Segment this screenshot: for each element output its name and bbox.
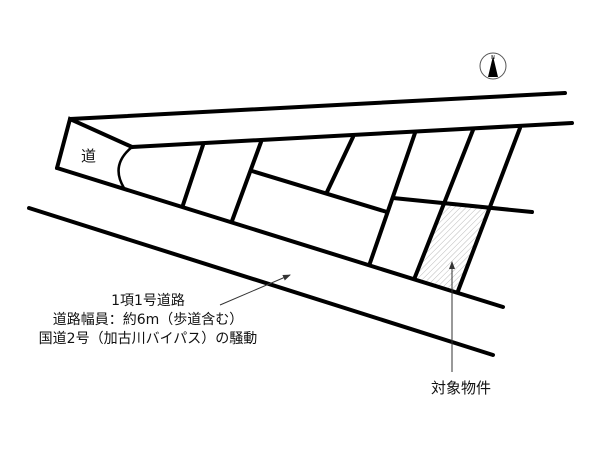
target-parcel: [415, 204, 490, 291]
road-info-line-3: 国道2号（加古川バイパス）の騒動: [38, 331, 258, 347]
north-letter: N: [491, 55, 495, 61]
road-stub-label: 道: [81, 147, 97, 165]
parcel-line: [250, 169, 389, 214]
bypass-road-edge: [27, 206, 495, 357]
north-road-edge: [68, 91, 567, 121]
road-info-line-2: 道路幅員：約6m（歩道含む）: [52, 312, 244, 328]
north-compass-icon: N: [479, 52, 507, 80]
target-property-label: 対象物件: [431, 379, 492, 397]
road-info-line-1: 1項1号道路: [111, 293, 185, 309]
parcel-line: [391, 196, 534, 214]
parcel-line: [181, 143, 205, 207]
lot-top-edge: [130, 121, 574, 149]
road-stub-outline: [55, 116, 134, 170]
cul-de-sac-arc: [117, 145, 134, 190]
parcel-line: [325, 135, 355, 194]
lot-bottom-edge: [55, 166, 505, 309]
parcel-line: [230, 140, 263, 223]
road-arrow: [219, 274, 291, 306]
